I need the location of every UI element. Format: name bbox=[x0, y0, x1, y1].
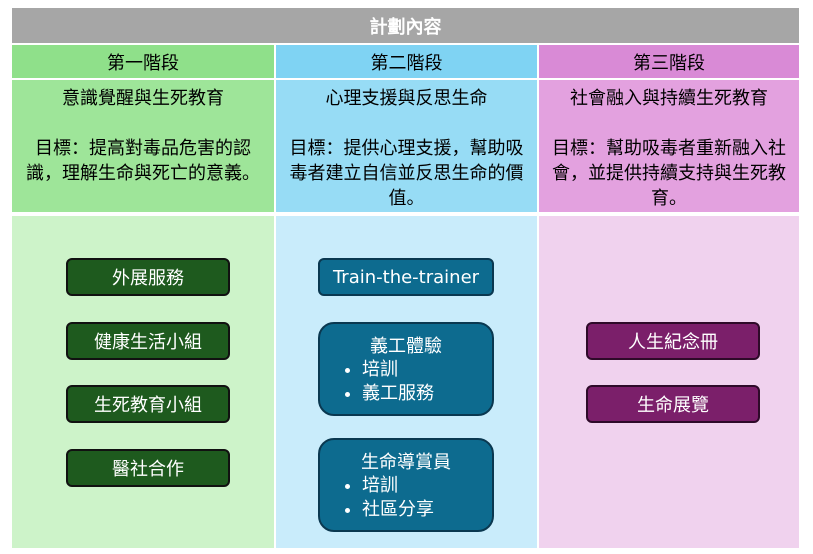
phase-1-activities: 外展服務 健康生活小組 生死教育小組 醫社合作 bbox=[12, 216, 274, 548]
phase-2-goal: 目標：提供心理支援，幫助吸毒者建立自信並反思生命的價值。 bbox=[289, 138, 524, 209]
phase-3-description: 社會融入與持續生死教育 目標：幫助吸毒者重新融入社會，並提供持續支持與生死教育。 bbox=[539, 80, 799, 214]
phase-1-goal: 目標：提高對毒品危害的認識，理解生命與死亡的意義。 bbox=[26, 138, 260, 184]
phase-2-column: 第二階段 心理支援與反思生命 目標：提供心理支援，幫助吸毒者建立自信並反思生命的… bbox=[276, 45, 537, 548]
phase-1-header: 第一階段 bbox=[12, 45, 274, 80]
phase-3-focus: 社會融入與持續生死教育 bbox=[570, 88, 768, 109]
phase-2-description: 心理支援與反思生命 目標：提供心理支援，幫助吸毒者建立自信並反思生命的價值。 bbox=[276, 80, 537, 214]
phase-1-column: 第一階段 意識覺醒與生死教育 目標：提高對毒品危害的認識，理解生命與死亡的意義。… bbox=[12, 45, 274, 548]
phase-1-description: 意識覺醒與生死教育 目標：提高對毒品危害的認識，理解生命與死亡的意義。 bbox=[12, 80, 274, 214]
bullet-community-sharing: 社區分享 bbox=[362, 498, 434, 522]
volunteer-experience-list: 培訓 義工服務 bbox=[330, 358, 434, 406]
phase-1-focus: 意識覺醒與生死教育 bbox=[62, 88, 224, 109]
activity-outreach-service[interactable]: 外展服務 bbox=[66, 258, 230, 296]
bullet-volunteer-service: 義工服務 bbox=[362, 382, 434, 406]
phase-2-focus: 心理支援與反思生命 bbox=[325, 88, 488, 109]
bullet-training: 培訓 bbox=[362, 358, 434, 382]
phase-3-activities: 人生紀念冊 生命展覽 bbox=[539, 216, 799, 548]
activity-train-the-trainer[interactable]: Train-the-trainer bbox=[318, 258, 494, 296]
activity-healthy-living-group[interactable]: 健康生活小組 bbox=[66, 322, 230, 360]
volunteer-experience-title: 義工體驗 bbox=[370, 336, 442, 357]
activity-life-exhibition[interactable]: 生命展覽 bbox=[586, 385, 760, 423]
phase-2-activities: Train-the-trainer 義工體驗 培訓 義工服務 生命導賞員 培訓 … bbox=[276, 216, 537, 548]
phase-2-header: 第二階段 bbox=[276, 45, 537, 80]
bullet-training: 培訓 bbox=[362, 474, 434, 498]
activity-volunteer-experience[interactable]: 義工體驗 培訓 義工服務 bbox=[318, 322, 494, 416]
life-guide-title: 生命導賞員 bbox=[361, 452, 451, 473]
phase-3-goal: 目標：幫助吸毒者重新融入社會，並提供持續支持與生死教育。 bbox=[552, 138, 786, 209]
activity-life-memorial-book[interactable]: 人生紀念冊 bbox=[586, 322, 760, 360]
life-guide-list: 培訓 社區分享 bbox=[330, 474, 434, 522]
phase-3-column: 第三階段 社會融入與持續生死教育 目標：幫助吸毒者重新融入社會，並提供持續支持與… bbox=[539, 45, 799, 548]
activity-life-guide[interactable]: 生命導賞員 培訓 社區分享 bbox=[318, 438, 494, 532]
activity-medical-social-collaboration[interactable]: 醫社合作 bbox=[66, 449, 230, 487]
page-title: 計劃內容 bbox=[12, 8, 799, 43]
activity-life-death-education-group[interactable]: 生死教育小組 bbox=[66, 385, 230, 423]
phase-3-header: 第三階段 bbox=[539, 45, 799, 80]
